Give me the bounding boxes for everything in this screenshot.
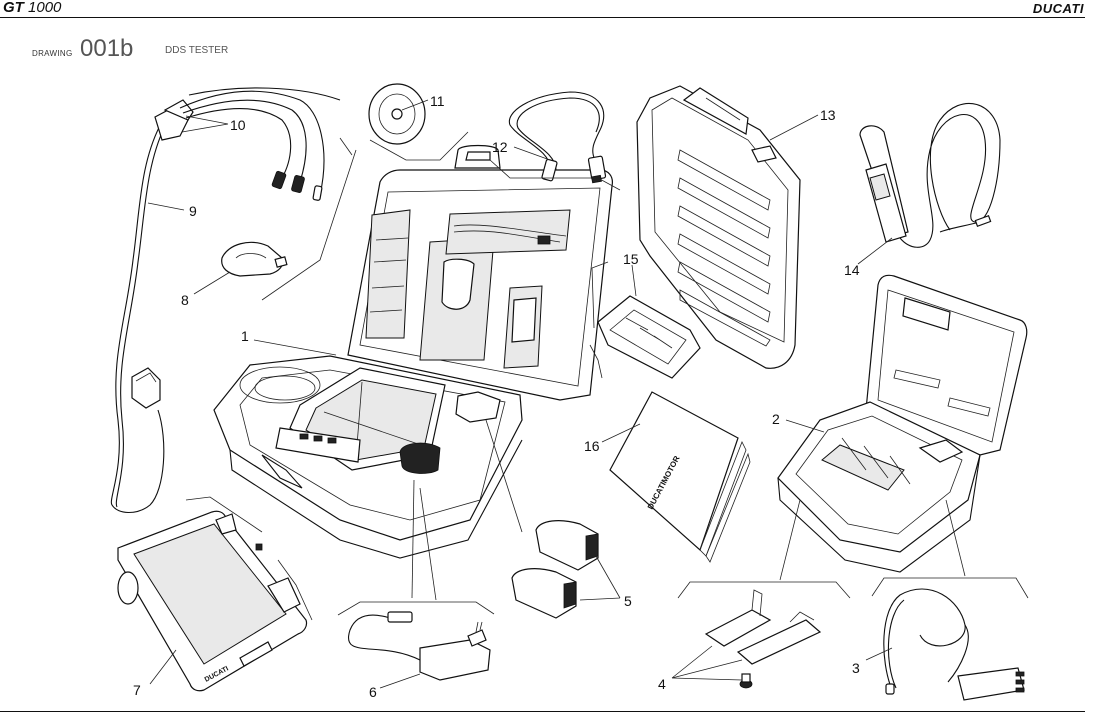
drawing-number: 001b: [80, 35, 134, 62]
callout-10: 10: [230, 117, 246, 133]
header-rule: [0, 17, 1085, 18]
tester-tablet-part-7: DUCATI: [117, 510, 308, 692]
callout-8: 8: [181, 292, 189, 308]
model-name: GT 1000: [3, 0, 62, 16]
callout-16: 16: [584, 438, 600, 454]
batteries-part-5: [511, 520, 599, 619]
callout-2: 2: [772, 411, 780, 427]
main-case-part-1: [213, 144, 613, 559]
callout-4: 4: [658, 676, 666, 692]
callout-12: 12: [492, 139, 508, 155]
footer-rule: [0, 711, 1085, 712]
callout-numbers: 1 2 3 4 5 6 7 8 9 10 11 12 13 14 15 16: [133, 93, 860, 700]
adapter-cable-part-3: [883, 588, 1025, 701]
callout-3: 3: [852, 660, 860, 676]
adapter-part-8: [221, 241, 288, 277]
drawing-name: DDS TESTER: [165, 45, 229, 56]
empty-case-part-2: [777, 274, 1028, 573]
closed-case-part-13: [636, 85, 801, 369]
manual-part-16: DUCATIMOTOR: [609, 391, 751, 563]
brackets-part-4: [704, 589, 822, 689]
guide-lines: [185, 131, 1029, 621]
callout-7: 7: [133, 682, 141, 698]
callout-6: 6: [369, 684, 377, 700]
usb-cable-part-12: [508, 91, 607, 184]
callout-13: 13: [820, 107, 836, 123]
drawing-label: DRAWING: [32, 49, 73, 58]
callout-1: 1: [241, 328, 249, 344]
callout-11: 11: [430, 93, 445, 109]
charger-part-6: [347, 611, 491, 681]
cd-part-11: [368, 83, 426, 145]
callout-5: 5: [624, 593, 632, 609]
battery-holder-part-15: [597, 295, 701, 379]
header: GT 1000 DUCATI: [0, 0, 1110, 18]
brand-logo: DUCATI: [1032, 1, 1084, 16]
leader-lines: [147, 99, 893, 689]
clamp-probe-part-14: [859, 102, 1001, 248]
cable-harness-part-9-10: [110, 87, 341, 514]
callout-15: 15: [623, 251, 639, 267]
callout-14: 14: [844, 262, 860, 278]
callout-9: 9: [189, 203, 197, 219]
